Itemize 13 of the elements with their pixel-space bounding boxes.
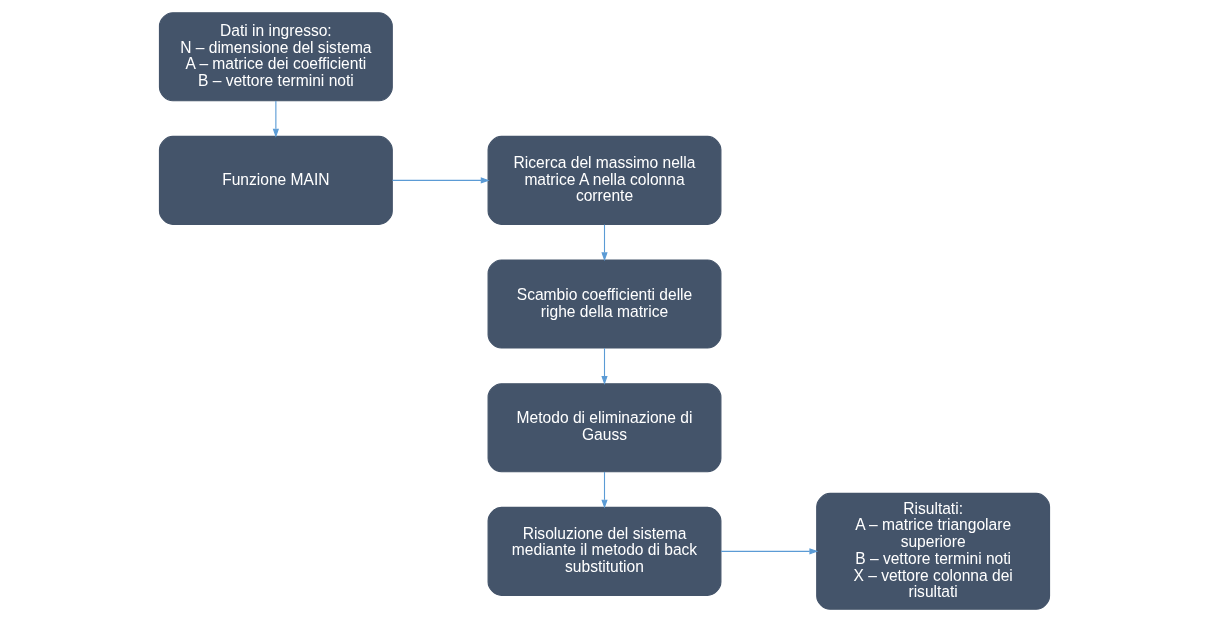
arrow <box>391 177 490 184</box>
node-box: Metodo di eliminazione di Gauss <box>487 383 722 473</box>
node-box: Funzione MAIN <box>158 135 393 225</box>
arrow <box>601 224 608 262</box>
node-box: Dati in ingresso: N – dimensione del sistema A – matrice dei coefficienti B – vettore termini noti <box>158 12 393 102</box>
node-box: Ricerca del massimo nella matrice A nella colonna corrente <box>487 135 722 225</box>
arrow <box>601 471 608 509</box>
node-box: Risoluzione del sistema mediante il metodo di back substitution <box>487 506 722 596</box>
arrow <box>720 548 819 555</box>
node-box: Scambio coefficienti delle righe della matrice <box>487 259 722 349</box>
arrow <box>272 100 279 138</box>
arrow <box>601 347 608 385</box>
node-box: Risultati: A – matrice triangolare superiore B – vettore termini noti X – vettore colonna dei risultati <box>816 492 1051 610</box>
